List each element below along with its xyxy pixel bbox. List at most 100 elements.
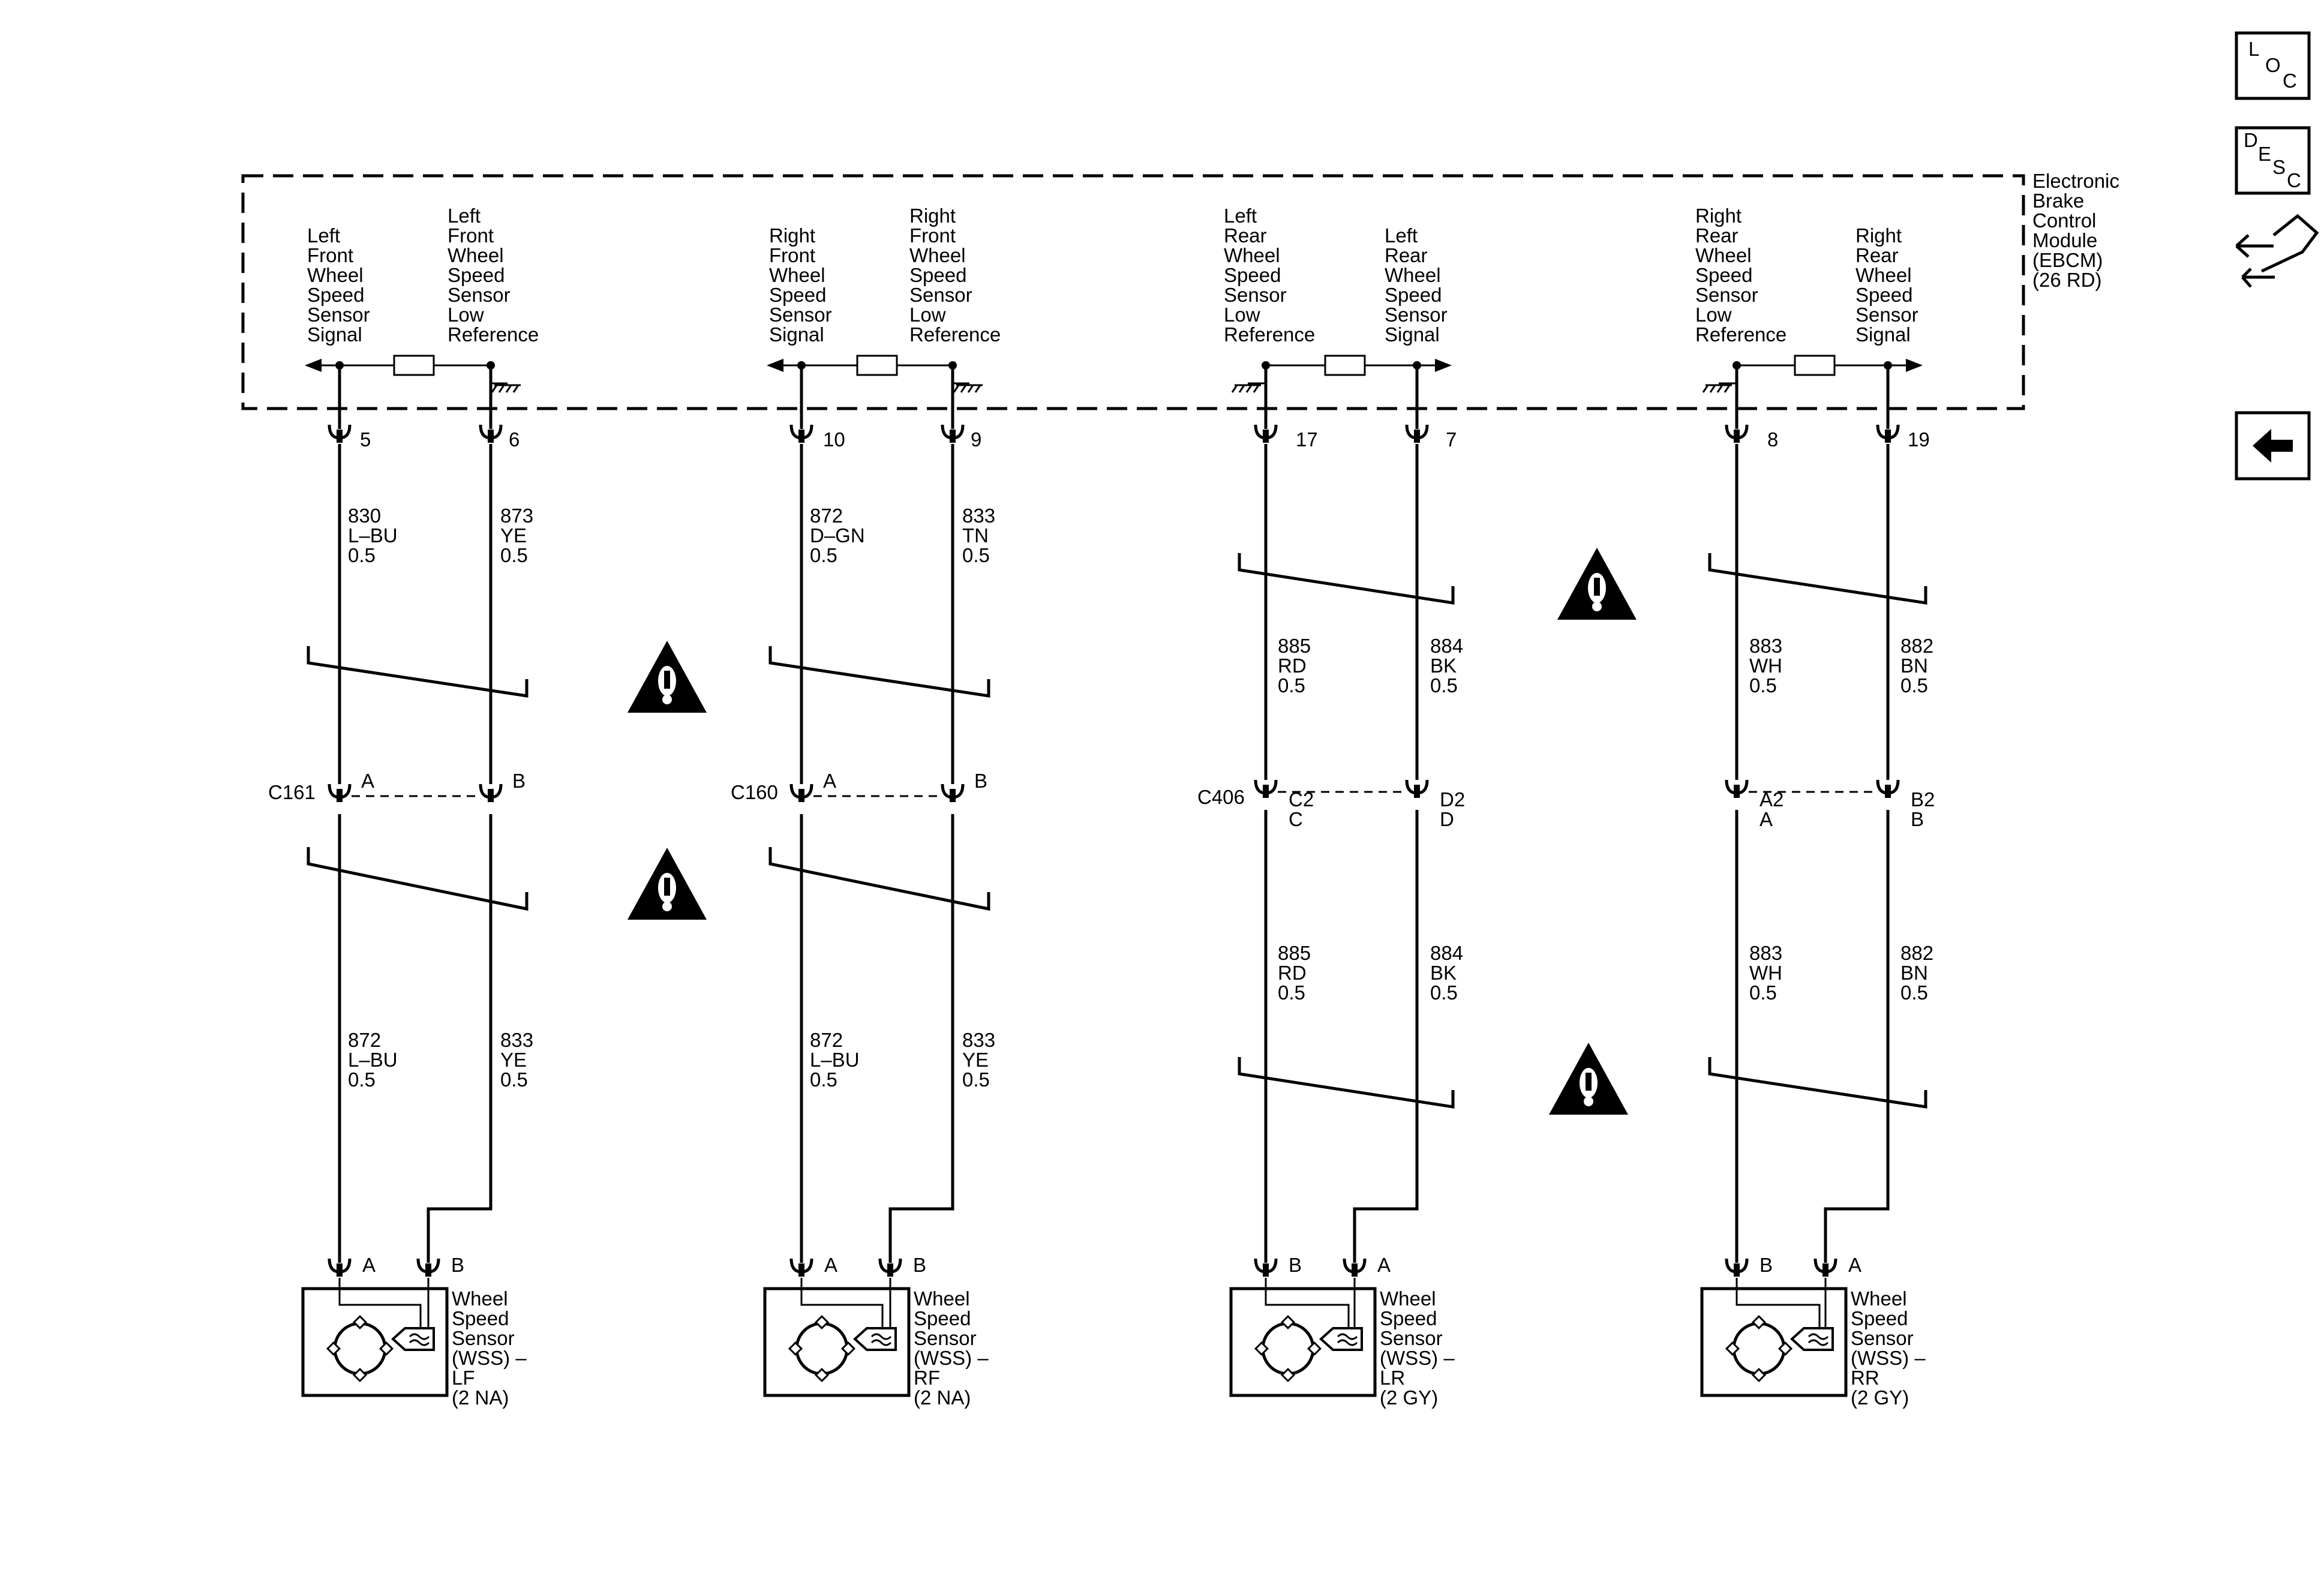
sensor-name-line: RF <box>914 1367 940 1389</box>
sensor-terminal <box>878 1258 902 1277</box>
ebcm-module-name-line: Brake <box>2032 190 2084 212</box>
wheel-speed-sensor[interactable] <box>763 1278 911 1397</box>
harness-break-mark <box>768 847 990 911</box>
caution-warning-icon[interactable] <box>627 641 707 713</box>
wire-id-upper-line: 885 <box>1278 635 1311 657</box>
wire-id-upper-line: 884 <box>1430 635 1463 657</box>
terminal-stem <box>1352 1263 1358 1277</box>
wire-id-lower-line: 0.5 <box>500 1068 528 1091</box>
wire-lower <box>427 814 493 1263</box>
module-pin-label-line: Wheel <box>909 244 966 266</box>
terminal-stem <box>337 1263 343 1277</box>
sensor-name-line: Speed <box>1851 1307 1908 1329</box>
ground-hatch <box>953 385 960 393</box>
tone-wheel-tooth <box>1280 1367 1296 1383</box>
wheel-speed-sensor[interactable] <box>1700 1278 1848 1397</box>
terminal-stem <box>1263 430 1269 443</box>
desc-icon-letter: E <box>2258 143 2271 165</box>
tone-wheel-tooth <box>379 1341 394 1356</box>
internal-circuit <box>1702 355 1923 393</box>
back-arrow-icon[interactable] <box>2235 411 2311 481</box>
inline-connector-pin: B2 <box>1911 788 1935 810</box>
caution-dot <box>662 902 672 911</box>
wheel-speed-sensor[interactable] <box>301 1278 449 1397</box>
signal-arrow-icon <box>767 359 783 372</box>
loc-icon[interactable]: LOC <box>2235 31 2311 100</box>
ground-hatch <box>498 385 505 393</box>
module-pin-label-line: Sensor <box>1855 304 1918 326</box>
sensor-name-line: Speed <box>1380 1307 1437 1329</box>
inline-connector-pin: B <box>512 770 526 792</box>
caution-warning-icon[interactable] <box>1557 548 1637 620</box>
tone-wheel-tooth <box>788 1341 803 1356</box>
diagnostic-icon[interactable] <box>2235 214 2319 288</box>
module-pin-label-line: Reference <box>448 323 539 346</box>
module-pin-label-line: Front <box>769 244 815 266</box>
wire-id-lower-line: BK <box>1430 962 1457 984</box>
wire-id-lower-line: L–BU <box>810 1049 860 1071</box>
ground-icon <box>1702 384 1732 393</box>
sensor-name-line: Sensor <box>452 1327 515 1349</box>
tone-wheel-tooth <box>352 1314 368 1330</box>
terminal-stem <box>425 1263 431 1277</box>
module-pin-label-line: Left <box>1385 224 1418 247</box>
harness-break-mark <box>1708 553 1927 605</box>
module-pin-label-line: Sensor <box>1385 304 1448 326</box>
wire-id-upper-line: 0.5 <box>1749 674 1777 697</box>
back-arrow-shape <box>2253 429 2293 463</box>
ebcm-pin-number: 17 <box>1296 428 1318 451</box>
sensor-name-line: Sensor <box>1851 1327 1914 1349</box>
terminal-stem <box>798 1263 804 1277</box>
sensor-terminal <box>1254 1258 1278 1277</box>
terminal-stem <box>950 789 956 802</box>
wire-id-upper-line: 873 <box>500 505 533 527</box>
wire-id-lower-line: 0.5 <box>1278 981 1305 1004</box>
wheel-speed-sensor[interactable] <box>1229 1278 1377 1397</box>
caution-slot <box>1586 1073 1592 1091</box>
module-pin-label-line: Low <box>1695 304 1732 326</box>
sensor-name-line: (2 NA) <box>452 1386 509 1409</box>
module-pin-label-line: Sensor <box>909 284 972 306</box>
module-pin-label-line: Rear <box>1695 224 1739 247</box>
module-pin-label-line: Right <box>1855 224 1902 247</box>
ground-hatch <box>1231 385 1238 393</box>
sensor-name-line: Speed <box>452 1307 509 1329</box>
wire-id-upper-line: 0.5 <box>1900 674 1928 697</box>
caution-dot <box>1584 1097 1593 1106</box>
sensor-name-line: LF <box>452 1367 475 1389</box>
module-pin-label-line: Signal <box>1385 323 1440 346</box>
module-pin-label-line: Speed <box>1695 264 1752 286</box>
sensor-name-line: (2 NA) <box>914 1386 971 1409</box>
wire-id-upper-line: 0.5 <box>348 544 376 566</box>
caution-slot <box>664 878 670 896</box>
caution-warning-icon[interactable] <box>627 848 707 920</box>
module-pin-label-line: Sensor <box>1695 284 1758 306</box>
inline-connector-terminal <box>479 784 503 802</box>
caution-warning-icon[interactable] <box>1549 1043 1628 1115</box>
wire-id-lower-line: 883 <box>1749 942 1782 964</box>
module-pin-label-line: Front <box>448 224 494 247</box>
sensor-name-line: Sensor <box>914 1327 977 1349</box>
break-line <box>1238 553 1455 605</box>
wire-id-upper-line: 833 <box>962 505 995 527</box>
harness-break-mark <box>307 847 529 911</box>
terminal-stem <box>337 430 343 443</box>
break-line <box>307 646 529 698</box>
wire-id-upper-line: 0.5 <box>810 544 837 566</box>
sensor-name-line: LR <box>1380 1367 1405 1389</box>
ground-hatch <box>1253 385 1260 393</box>
ebcm-terminal <box>479 424 503 443</box>
wire-id-upper-line: TN <box>962 524 989 547</box>
terminal-stem <box>1414 430 1420 443</box>
sensor-name-line: (WSS) – <box>914 1347 989 1369</box>
wire-id-upper-line: L–BU <box>348 524 398 547</box>
resistor-icon <box>1324 355 1366 376</box>
